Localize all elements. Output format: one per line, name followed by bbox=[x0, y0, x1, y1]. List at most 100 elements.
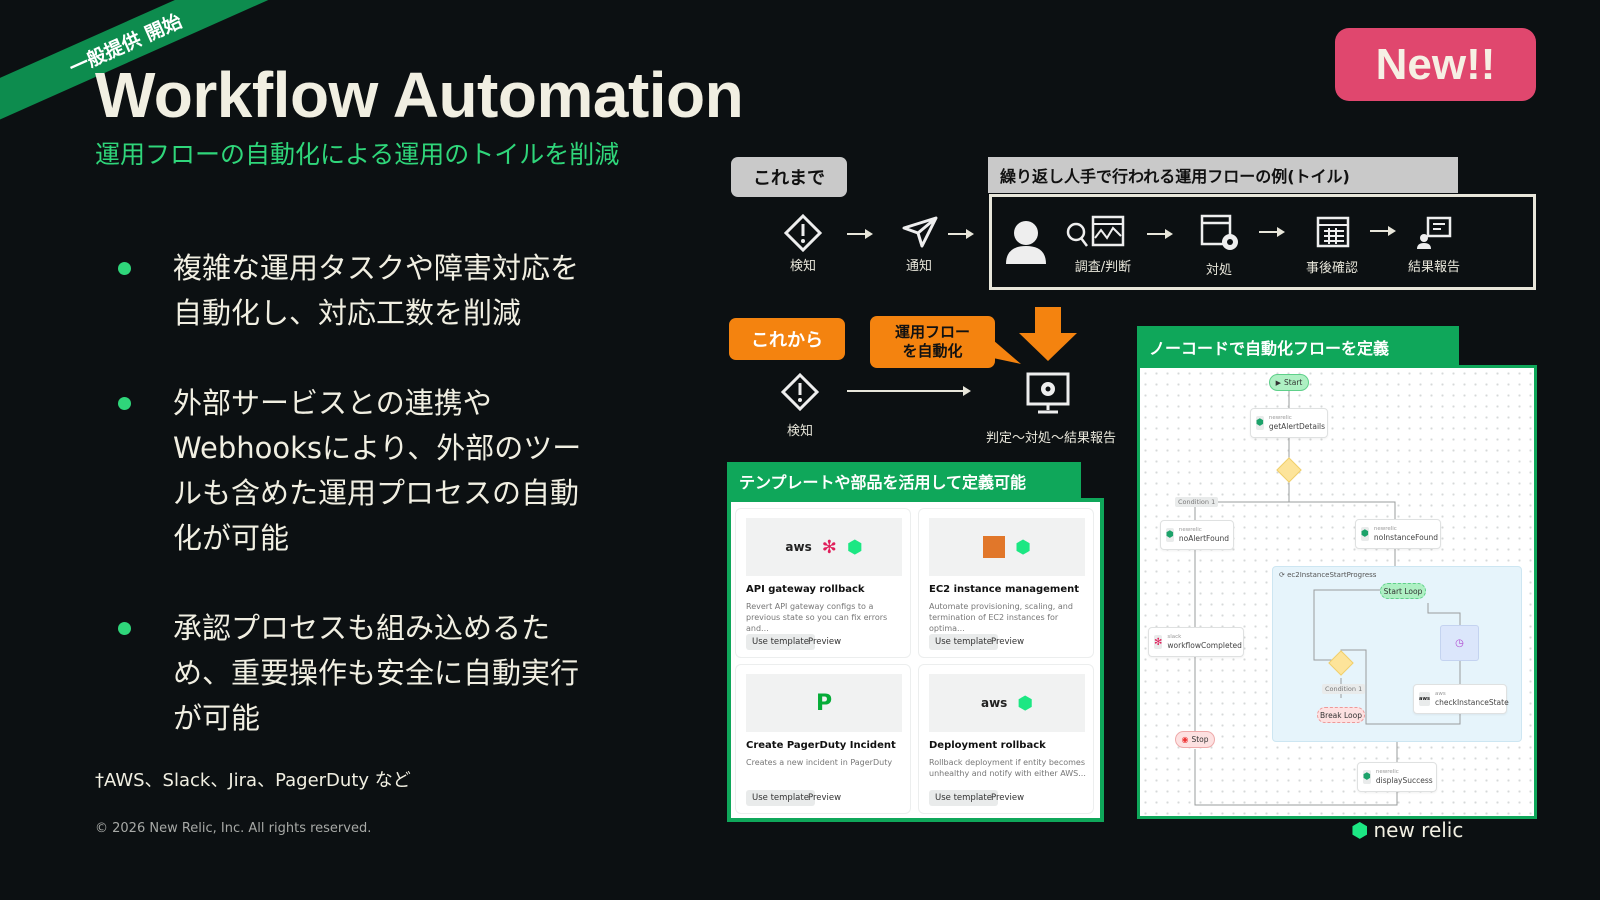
newrelic-logo-icon: ⬢ bbox=[1256, 416, 1264, 430]
template-card[interactable]: P Create PagerDuty Incident Creates a ne… bbox=[735, 664, 911, 814]
pagerduty-logo-icon: P bbox=[815, 690, 833, 716]
toil-header: 繰り返し人手で行われる運用フローの例(トイル) bbox=[988, 157, 1458, 193]
preview-link[interactable]: Preview bbox=[991, 637, 1025, 647]
callout-tail bbox=[993, 340, 1021, 364]
condition-label: Condition 1 bbox=[1322, 684, 1366, 694]
slack-logo-icon: ✻ bbox=[1154, 635, 1163, 649]
start-label: Start bbox=[1284, 378, 1303, 387]
node-provider: newrelic bbox=[1373, 526, 1397, 532]
newrelic-logo-icon: ⬢ bbox=[1363, 770, 1371, 784]
callout-line: 運用フロー bbox=[894, 323, 970, 341]
send-icon bbox=[902, 216, 938, 248]
template-card[interactable]: ⬢ EC2 instance management Automate provi… bbox=[918, 508, 1094, 658]
after-detect: 検知 bbox=[786, 424, 813, 439]
bullet-2: 外部サービスとの連携や Webhooksにより、外部のツールも含めた運用プロセスの… bbox=[118, 381, 638, 561]
nocode-header: ノーコードで自動化フローを定義 bbox=[1137, 326, 1459, 367]
newrelic-logo-icon: ⬢ bbox=[846, 536, 863, 558]
slack-logo-icon: ✻ bbox=[821, 536, 837, 558]
down-arrow-icon bbox=[1019, 307, 1077, 361]
long-arrow bbox=[847, 386, 971, 396]
node-name: noAlertFound bbox=[1178, 534, 1229, 543]
card-image: P bbox=[746, 674, 902, 732]
bullet-line: ルも含めた運用プロセスの自動 bbox=[173, 476, 580, 510]
bullet-dot bbox=[118, 622, 131, 635]
preview-link[interactable]: Preview bbox=[808, 637, 842, 647]
use-template-button[interactable]: Use template bbox=[929, 790, 998, 806]
step-review: 事後確認 bbox=[1305, 261, 1358, 276]
bullet-line: Webhooksにより、外部のツー bbox=[173, 431, 582, 465]
step-report: 結果報告 bbox=[1407, 260, 1460, 275]
step-detect: 検知 bbox=[789, 259, 816, 274]
play-icon: ▶ bbox=[1275, 378, 1282, 387]
page-title: Workflow Automation bbox=[95, 59, 744, 131]
preview-link[interactable]: Preview bbox=[991, 793, 1025, 803]
arrow bbox=[948, 229, 974, 239]
newrelic-logo-icon: ⬢ bbox=[1351, 818, 1369, 842]
alert-icon bbox=[784, 214, 822, 252]
use-template-button[interactable]: Use template bbox=[929, 634, 998, 650]
start-loop[interactable]: Start Loop bbox=[1380, 583, 1426, 599]
report-icon bbox=[1417, 216, 1452, 249]
card-title: API gateway rollback bbox=[746, 584, 865, 595]
card-title: Create PagerDuty Incident bbox=[746, 740, 896, 751]
bullet-line: 複雑な運用タスクや障害対応を bbox=[173, 251, 580, 285]
gear-window-icon bbox=[1200, 214, 1238, 250]
stop-label: Stop bbox=[1191, 735, 1209, 744]
toil-box bbox=[989, 194, 1536, 290]
monitor-gear-icon bbox=[1026, 372, 1070, 414]
step-investigate: 調査/判断 bbox=[1074, 260, 1132, 275]
flow-canvas[interactable]: ⟳ ec2InstanceStartProgress ▶Start ⬢newre… bbox=[1140, 368, 1534, 816]
step-respond: 対処 bbox=[1205, 263, 1232, 278]
bullet-3: 承認プロセスも組み込めるため、重要操作も安全に自動実行が可能 bbox=[118, 606, 638, 741]
preview-link[interactable]: Preview bbox=[808, 793, 842, 803]
bullet-line: 化が可能 bbox=[173, 521, 290, 555]
aws-logo-icon: aws bbox=[785, 540, 812, 554]
loop-group-name: ec2InstanceStartProgress bbox=[1287, 571, 1377, 579]
node-name: workflowCompleted bbox=[1167, 641, 1242, 650]
newrelic-logo-icon: ⬢ bbox=[1017, 692, 1034, 714]
automate-callout: 運用フローを自動化 bbox=[870, 316, 995, 368]
copyright: © 2026 New Relic, Inc. All rights reserv… bbox=[95, 821, 372, 836]
bullet-line: 自動化し、対応工数を削減 bbox=[173, 296, 522, 330]
card-desc: Revert API gateway configs to a previous… bbox=[746, 602, 888, 633]
bullet-line: 外部サービスとの連携や bbox=[173, 386, 492, 420]
use-template-button[interactable]: Use template bbox=[746, 790, 815, 806]
new-badge: New!! bbox=[1335, 28, 1536, 101]
arrow bbox=[1147, 229, 1173, 239]
flow-connectors bbox=[1194, 391, 1461, 806]
flow-start[interactable]: ▶Start bbox=[1269, 374, 1309, 391]
newrelic-logo-icon: ⬢ bbox=[1361, 527, 1369, 541]
arrow bbox=[847, 229, 873, 239]
card-image: aws ⬢ bbox=[929, 674, 1085, 732]
footnote: †AWS、Slack、Jira、PagerDuty など bbox=[95, 770, 411, 791]
card-desc: Automate provisioning, scaling, and term… bbox=[929, 602, 1073, 633]
node-name: checkInstanceState bbox=[1434, 698, 1509, 707]
arrow bbox=[1370, 226, 1396, 236]
aws-logo-icon: aws bbox=[980, 696, 1008, 710]
break-loop[interactable]: Break Loop bbox=[1317, 707, 1365, 723]
bullet-line: 承認プロセスも組み込めるた bbox=[173, 611, 551, 645]
after-tag: これから bbox=[729, 318, 845, 360]
loop-group-label: ⟳ ec2InstanceStartProgress bbox=[1279, 571, 1377, 579]
use-template-button[interactable]: Use template bbox=[746, 634, 815, 650]
newrelic-logo: ⬢new relic bbox=[1351, 818, 1463, 842]
flow-stop[interactable]: ◉Stop bbox=[1175, 731, 1215, 748]
condition-label: Condition 1 bbox=[1175, 497, 1219, 507]
node-provider: slack bbox=[1167, 634, 1182, 640]
timer-icon[interactable]: ◷ bbox=[1440, 625, 1479, 661]
logo-text: new relic bbox=[1373, 818, 1464, 842]
template-card[interactable]: aws⬢ Deployment rollback Rollback deploy… bbox=[918, 664, 1094, 814]
nocode-panel bbox=[1137, 365, 1537, 819]
templates-panel: aws ✻ ⬢ API gateway rollback Revert API ga… bbox=[727, 498, 1104, 822]
template-card[interactable]: aws ✻ ⬢ API gateway rollback Revert API ga… bbox=[735, 508, 911, 658]
calendar-icon bbox=[1316, 216, 1350, 248]
templates-header: テンプレートや部品を活用して定義可能 bbox=[727, 462, 1081, 499]
node-provider: newrelic bbox=[1268, 415, 1292, 421]
card-desc: Creates a new incident in PagerDuty bbox=[746, 758, 893, 767]
